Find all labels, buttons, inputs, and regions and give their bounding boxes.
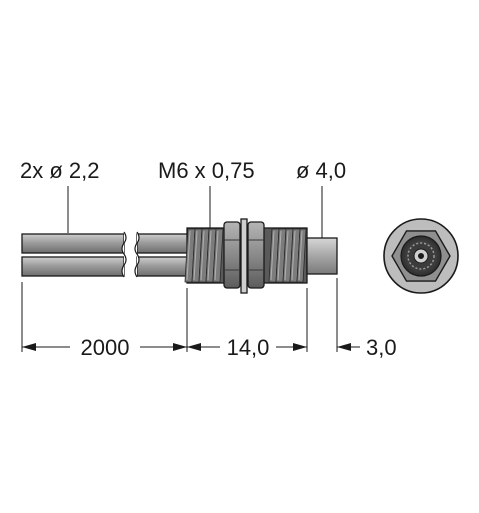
thread-label: M6 x 0,75 (158, 158, 255, 183)
hex-nut-right (247, 221, 265, 289)
hex-nut-left (223, 221, 241, 289)
sensor-tip (306, 237, 338, 275)
sensor-end-view (383, 218, 459, 294)
dimension-body-length: 14,0 (187, 335, 307, 360)
body-length-value: 14,0 (227, 335, 270, 360)
cable-length-value: 2000 (81, 335, 130, 360)
washer (240, 218, 248, 294)
dimension-cable-length: 2000 (22, 335, 187, 360)
tip-length-value: 3,0 (366, 335, 397, 360)
cable-right-segment (134, 231, 190, 278)
tip-diameter-label: ø 4,0 (296, 158, 346, 183)
dimension-tip-length: 3,0 (337, 335, 397, 360)
cable-diameter-label: 2x ø 2,2 (20, 158, 99, 183)
cable-left-segment (21, 231, 127, 278)
